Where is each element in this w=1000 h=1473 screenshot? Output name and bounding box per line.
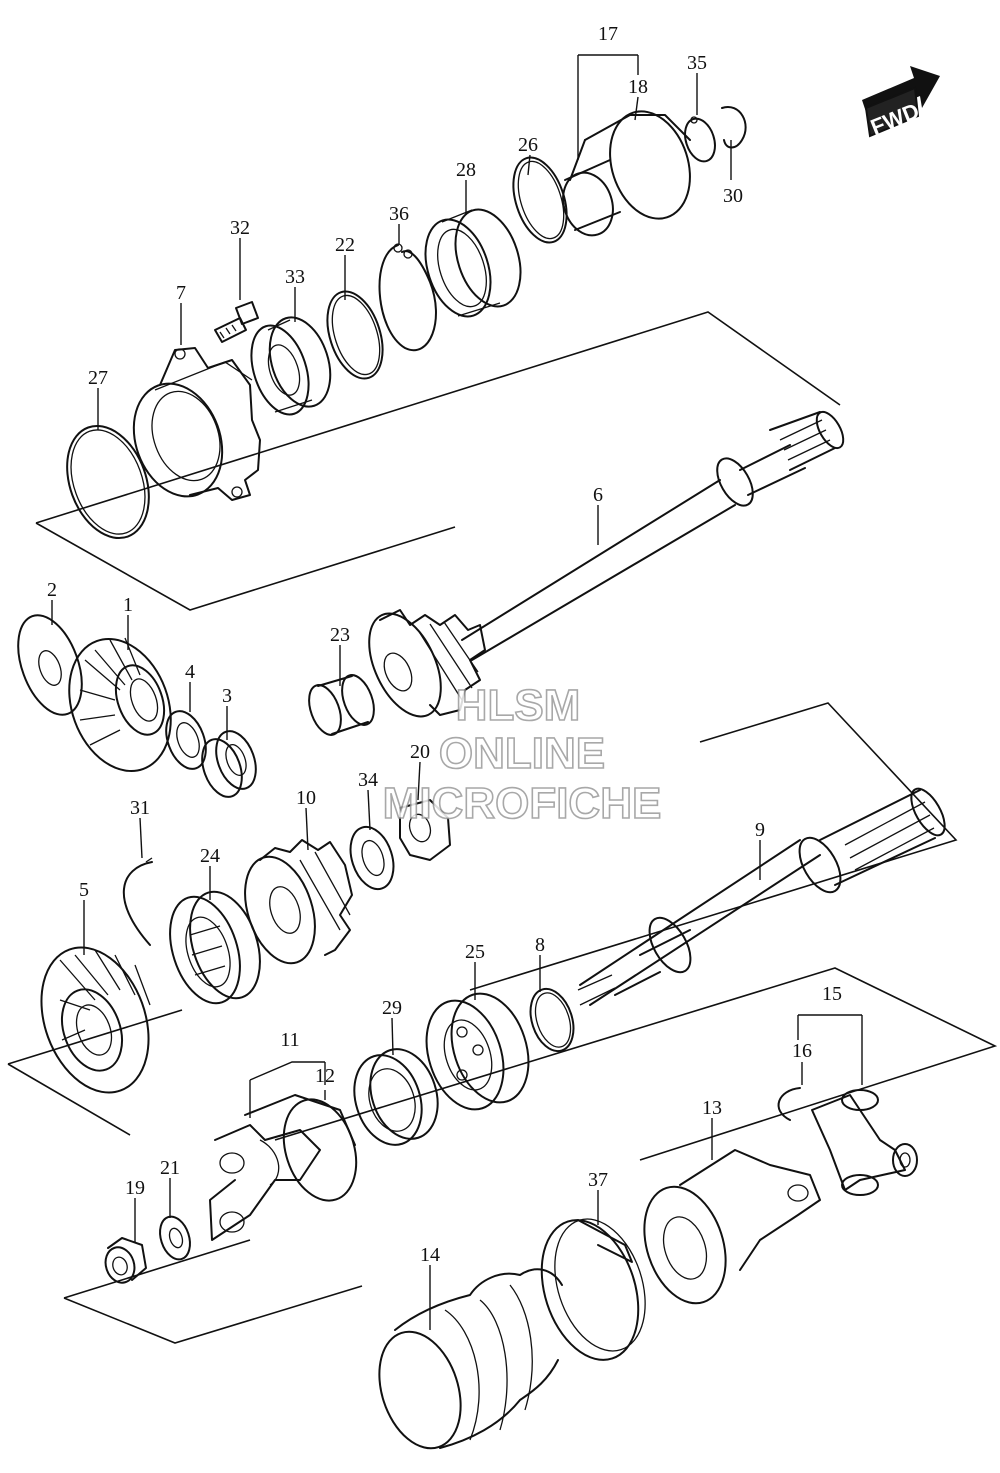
watermark-line-1: HLSM [456, 681, 581, 730]
callout-13: 13 [702, 1097, 722, 1119]
callout-5: 5 [79, 879, 89, 901]
part-20-nut [399, 799, 451, 861]
callout-26: 26 [518, 134, 538, 156]
part-19-nut [104, 1237, 147, 1284]
callout-22: 22 [335, 234, 355, 256]
callout-28: 28 [456, 159, 476, 181]
part-27-o-ring [66, 424, 150, 540]
callout-3: 3 [222, 685, 232, 707]
part-37-hose-clamp [540, 1218, 646, 1361]
fwd-arrow-icon: FWD [862, 66, 940, 140]
watermark-line-2: ONLINE [439, 729, 605, 778]
callout-35: 35 [687, 52, 707, 74]
part-4-washer [165, 710, 207, 770]
part-14-boot [378, 1268, 563, 1450]
part-36-snap-ring [378, 243, 437, 352]
part-10-gear [244, 839, 353, 965]
part-11-yoke [209, 1124, 321, 1241]
watermark-line-3: MICROFICHE [383, 779, 662, 828]
part-16-circlip [777, 1087, 801, 1121]
part-13-yoke [643, 1149, 821, 1305]
part-5-bevel-gear [40, 946, 151, 1094]
callout-34: 34 [358, 769, 378, 791]
group-frames [7, 311, 998, 1344]
part-9-shaft [577, 787, 946, 1006]
part-24-roller-bearing [169, 890, 261, 1005]
callout-32: 32 [230, 217, 250, 239]
callout-29: 29 [382, 997, 402, 1019]
part-30-circlip [721, 106, 747, 149]
callout-2: 2 [47, 579, 57, 601]
part-6-pinion-gear [368, 609, 486, 718]
callout-31: 31 [130, 797, 150, 819]
callout-20: 20 [410, 741, 430, 763]
part-23-needle-bearing [308, 674, 375, 736]
callout-19: 19 [125, 1177, 145, 1199]
callout-14: 14 [420, 1244, 440, 1266]
part-25-ball-bearing [425, 992, 530, 1111]
callout-37: 37 [588, 1169, 608, 1191]
callout-9: 9 [755, 819, 765, 841]
part-21-washer [159, 1215, 191, 1261]
part-35-circlip [684, 116, 716, 163]
callout-36: 36 [389, 203, 409, 225]
callout-23: 23 [330, 624, 350, 646]
callout-18: 18 [628, 76, 648, 98]
callout-10: 10 [296, 787, 316, 809]
part-34-washer [349, 825, 395, 891]
leader-lines [51, 54, 863, 1330]
part-3-nut [201, 730, 257, 798]
part-2-washer [17, 614, 83, 716]
part-22-ring [326, 290, 384, 380]
part-8-ring [529, 987, 575, 1053]
part-15-universal-joint [811, 1089, 918, 1196]
callout-11: 11 [280, 1029, 299, 1051]
callout-7: 7 [176, 282, 186, 304]
part-7-bearing-housing [132, 347, 261, 501]
callout-30: 30 [723, 185, 743, 207]
part-29-bearing [353, 1048, 439, 1146]
callout-17: 17 [598, 23, 618, 45]
callout-21: 21 [160, 1157, 180, 1179]
part-26-ring [512, 156, 568, 244]
part-1-bevel-gear [68, 637, 172, 772]
callout-25: 25 [465, 941, 485, 963]
part-28-bearing-race [424, 208, 522, 318]
callout-labels: 2 1 4 3 5 6 7 8 9 10 11 12 13 14 15 16 1… [47, 23, 842, 1266]
callout-24: 24 [200, 845, 220, 867]
callout-27: 27 [88, 367, 108, 389]
callout-16: 16 [792, 1040, 812, 1062]
part-32-bolt [214, 301, 259, 343]
callout-33: 33 [285, 266, 305, 288]
part-31-clip [123, 857, 153, 946]
watermark: HLSM ONLINE MICROFICHE [382, 680, 662, 829]
callout-15: 15 [822, 983, 842, 1005]
callout-6: 6 [593, 484, 603, 506]
part-33-bearing [250, 316, 332, 416]
callout-1: 1 [123, 594, 133, 616]
callout-8: 8 [535, 934, 545, 956]
callout-4: 4 [185, 661, 195, 683]
part-12-yoke-flange [244, 1094, 358, 1202]
callout-12: 12 [315, 1065, 335, 1087]
part-6-shaft [461, 410, 845, 661]
